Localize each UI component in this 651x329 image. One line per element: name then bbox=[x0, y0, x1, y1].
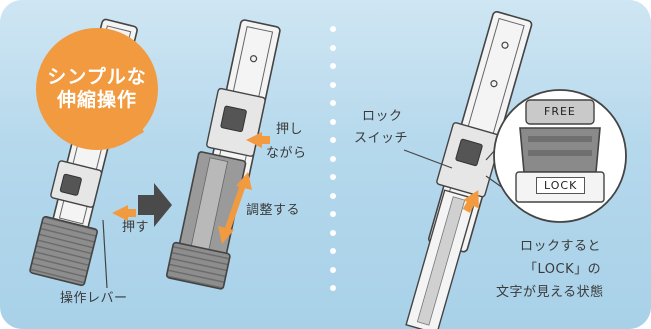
lock-push-arrow bbox=[462, 190, 479, 213]
lever-label: 操作レバー bbox=[60, 291, 128, 306]
device-locked bbox=[405, 10, 533, 329]
adjust-double-arrow bbox=[218, 172, 252, 244]
push-while-label-1: 押し bbox=[276, 122, 304, 137]
lock-switch-label-1: ロック bbox=[362, 109, 403, 124]
caption-line-2: 「LOCK」の bbox=[524, 262, 602, 277]
badge-line-1: シンプルな bbox=[47, 65, 147, 88]
device-extending bbox=[165, 19, 281, 290]
lever-leader-line bbox=[102, 219, 108, 289]
dotted-divider bbox=[329, 26, 337, 326]
push-label: 押す bbox=[122, 220, 150, 235]
adjust-label: 調整する bbox=[246, 203, 301, 218]
push-while-arrow bbox=[246, 132, 270, 148]
push-while-label-2: ながら bbox=[266, 146, 307, 161]
badge-line-2: 伸縮操作 bbox=[56, 89, 137, 111]
free-text: FREE bbox=[544, 105, 576, 118]
push-arrow-left bbox=[112, 205, 136, 221]
lock-switch-label-2: スイッチ bbox=[354, 131, 409, 146]
switch-leader-line bbox=[403, 149, 453, 169]
caption-line-1: ロックすると bbox=[520, 239, 602, 254]
feature-badge: シンプルな 伸縮操作 bbox=[36, 28, 158, 150]
caption-line-3: 文字が見える状態 bbox=[496, 285, 604, 300]
step-arrow-icon bbox=[138, 183, 172, 227]
lock-text: LOCK bbox=[536, 177, 586, 194]
lock-zoom-callout bbox=[485, 89, 627, 223]
